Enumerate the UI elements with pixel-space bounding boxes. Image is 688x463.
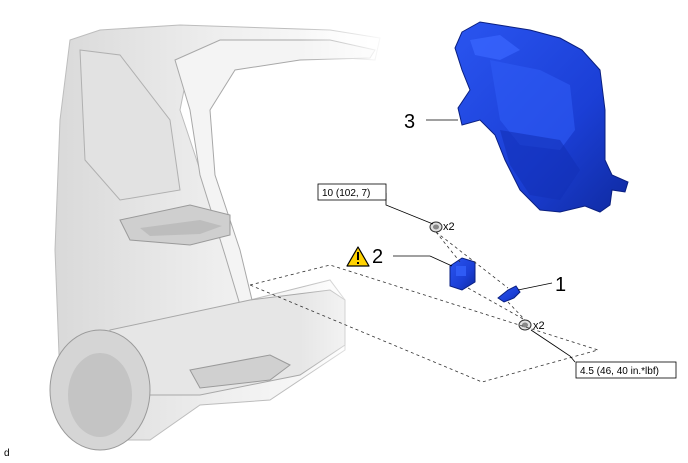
quantity-lower: x2 bbox=[533, 320, 545, 332]
part-2-bracket bbox=[449, 257, 476, 291]
bolt-upper-icon bbox=[429, 221, 443, 233]
callout-2: 2 bbox=[372, 246, 383, 268]
torque-box-upper: 10 (102, 7) bbox=[317, 183, 387, 201]
torque-label-upper: 10 (102, 7) bbox=[322, 188, 370, 199]
torque-label-lower: 4.5 (46, 40 in.*lbf) bbox=[580, 366, 659, 377]
bolt-lower-icon bbox=[518, 319, 532, 331]
vehicle-rear-illustration bbox=[49, 24, 390, 451]
dashed-install-guide bbox=[248, 231, 600, 383]
warning-triangle-icon bbox=[346, 246, 370, 267]
quantity-upper: x2 bbox=[443, 221, 455, 233]
part-3-quarter-trim-panel bbox=[454, 21, 629, 213]
torque-box-lower: 4.5 (46, 40 in.*lbf) bbox=[575, 361, 677, 379]
part-1-clip bbox=[497, 285, 521, 303]
callout-1: 1 bbox=[555, 274, 566, 296]
callout-3: 3 bbox=[404, 111, 415, 133]
figure-code: d bbox=[4, 448, 10, 459]
